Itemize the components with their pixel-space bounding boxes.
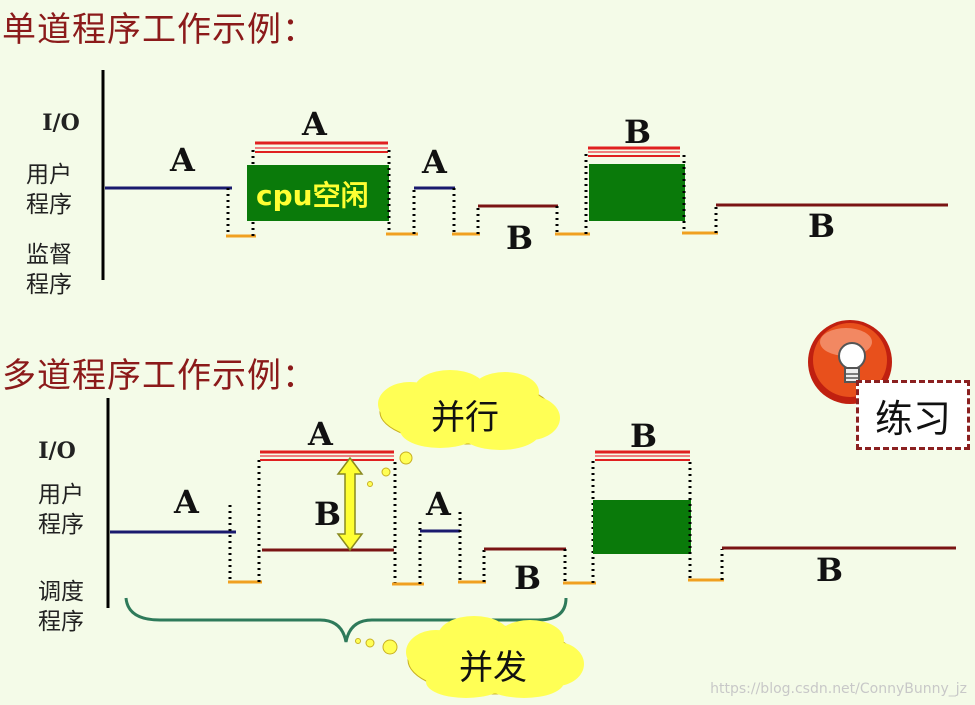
concurrent-label: 并发 (459, 648, 527, 688)
single-seg-b2: B (506, 219, 534, 257)
single-seg-b3: B (808, 207, 836, 245)
single-monitor-label: 监督 程序 (26, 242, 72, 298)
multi-section-title: 多道程序工作示例： (2, 356, 317, 396)
single-section-title: 单道程序工作示例： (2, 10, 317, 50)
single-seg-a2: A (302, 105, 327, 143)
concurrency-brace (124, 597, 568, 643)
multi-seg-b2: B (514, 559, 542, 597)
single-b-idle-box (589, 164, 685, 221)
single-seg-a3: A (422, 143, 447, 181)
multi-seg-a2: A (308, 415, 333, 453)
parallel-label: 并行 (431, 398, 499, 438)
multi-seg-b-mid: B (314, 495, 342, 533)
single-seg-b1: B (624, 113, 652, 151)
multi-io-label: I/O (38, 438, 76, 464)
multi-seg-a3: A (426, 485, 451, 523)
watermark: https://blog.csdn.net/ConnyBunny_jz (710, 681, 967, 697)
multi-user-label: 用户 程序 (38, 482, 84, 538)
single-b-io-bar (588, 146, 680, 157)
multi-b-idle-box (593, 500, 691, 554)
single-user-label: 用户 程序 (26, 162, 72, 218)
concurrent-cloud (355, 616, 584, 698)
multi-scheduler-label: 调度 程序 (38, 579, 84, 635)
multi-seg-b1: B (630, 417, 658, 455)
parallel-double-arrow (336, 456, 364, 552)
single-a-io-bar (255, 141, 388, 153)
single-cpu-idle-label: cpu空闲 (256, 179, 369, 212)
single-cpu-idle-box (247, 165, 389, 221)
practice-button[interactable]: 练习 (856, 380, 970, 450)
single-io-label: I/O (42, 110, 80, 136)
multi-seg-a1: A (174, 483, 199, 521)
parallel-cloud (367, 370, 560, 487)
multi-a-io-bar (260, 450, 394, 461)
multi-seg-b3: B (816, 551, 844, 589)
multi-b-io-bar (595, 450, 690, 461)
single-seg-a1: A (170, 141, 195, 179)
